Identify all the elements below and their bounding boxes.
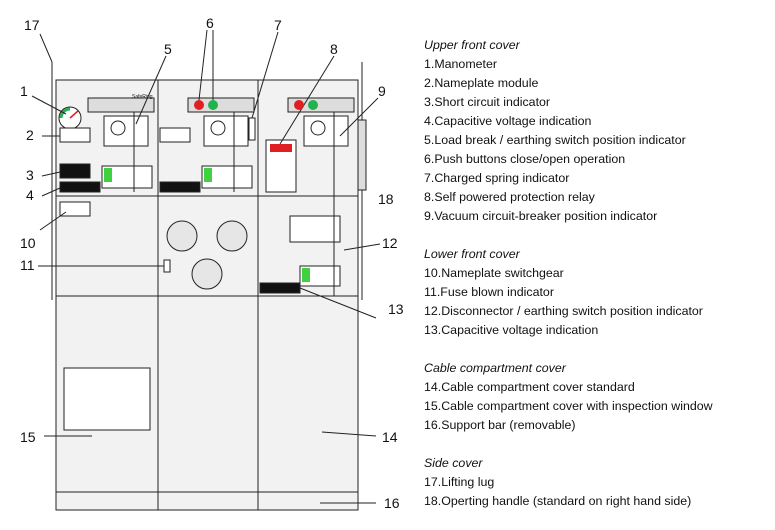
legend-item: 7.Charged spring indicator bbox=[424, 171, 570, 185]
callout-3: 3 bbox=[26, 167, 34, 183]
callout-14: 14 bbox=[382, 429, 398, 445]
callout-13: 13 bbox=[388, 301, 404, 317]
legend-item: 15.Cable compartment cover with inspecti… bbox=[424, 399, 713, 413]
switch-indicator-middle bbox=[203, 115, 249, 147]
leader-3 bbox=[41, 171, 61, 177]
legend-item: 4.Capacitive voltage indication bbox=[424, 114, 592, 128]
callout-1: 1 bbox=[20, 83, 28, 99]
switch-indicator-right bbox=[303, 115, 349, 147]
callout-8: 8 bbox=[330, 41, 338, 57]
top-bar-left bbox=[87, 97, 155, 113]
capacitive-voltage-indicator-left bbox=[59, 181, 101, 193]
legend-item: 18.Operting handle (standard on right ha… bbox=[424, 494, 692, 508]
legend-section: Lower front cover 10.Nameplate switchgear… bbox=[424, 245, 774, 340]
leader-7 bbox=[251, 31, 279, 119]
manometer-needle bbox=[69, 110, 79, 119]
legend-section-title: Side cover bbox=[424, 456, 483, 470]
nameplate-text: SafeRing bbox=[132, 94, 153, 100]
legend-section-title: Lower front cover bbox=[424, 247, 520, 261]
legend-item: 14.Cable compartment cover standard bbox=[424, 380, 635, 394]
legend-item: 1.Manometer bbox=[424, 57, 498, 71]
short-circuit-indicator bbox=[59, 163, 91, 179]
callout-2: 2 bbox=[26, 127, 34, 143]
legend-item: 5.Load break / earthing switch position … bbox=[424, 133, 686, 147]
leader-5 bbox=[135, 55, 167, 125]
green-indicator-middle bbox=[204, 168, 212, 182]
cabinet-outline bbox=[55, 79, 359, 511]
legend-item: 6.Push buttons close/open operation bbox=[424, 152, 626, 166]
manometer-green-arc bbox=[59, 107, 71, 119]
callout-10: 10 bbox=[20, 235, 36, 251]
charged-spring-indicator bbox=[248, 117, 256, 141]
callout-12: 12 bbox=[382, 235, 398, 251]
callout-7: 7 bbox=[274, 17, 282, 33]
callout-5: 5 bbox=[164, 41, 172, 57]
switch-knob-left bbox=[110, 120, 126, 136]
top-bar-middle bbox=[187, 97, 255, 113]
push-button-close-right bbox=[294, 100, 304, 110]
leader-17 bbox=[39, 33, 53, 63]
callout-9: 9 bbox=[378, 83, 386, 99]
legend-item: 3.Short circuit indicator bbox=[424, 95, 551, 109]
legend-item: 11.Fuse blown indicator bbox=[424, 285, 554, 299]
legend-item: 2.Nameplate module bbox=[424, 76, 539, 90]
earthing-indicator-middle bbox=[201, 165, 253, 189]
green-indicator-lower bbox=[302, 268, 310, 282]
callout-11: 11 bbox=[20, 257, 35, 273]
leader-9 bbox=[339, 97, 379, 137]
fuse-holder-3 bbox=[191, 258, 223, 290]
fuse-holder-2 bbox=[216, 220, 248, 252]
legend-item: 17.Lifting lug bbox=[424, 475, 495, 489]
legend-section: Upper front cover 1.Manometer 2.Nameplate … bbox=[424, 36, 774, 226]
legend-item: 10.Nameplate switchgear bbox=[424, 266, 564, 280]
fuse-blown-indicator bbox=[163, 259, 171, 273]
legend: Upper front cover 1.Manometer 2.Nameplate … bbox=[424, 36, 774, 530]
green-indicator-left bbox=[104, 168, 112, 182]
leader-4 bbox=[41, 187, 61, 197]
legend-item: 16.Support bar (removable) bbox=[424, 418, 576, 432]
callout-18: 18 bbox=[378, 191, 394, 207]
operating-handle bbox=[357, 119, 367, 191]
push-button-close-middle bbox=[194, 100, 204, 110]
capacitive-voltage-indicator-middle bbox=[159, 181, 201, 193]
relay-display bbox=[270, 144, 292, 152]
fuse-holder-1 bbox=[166, 220, 198, 252]
nameplate-module-2 bbox=[159, 127, 191, 143]
earthing-indicator-left bbox=[101, 165, 153, 189]
push-button-open-right bbox=[308, 100, 318, 110]
leader-8 bbox=[279, 55, 335, 145]
leader-13 bbox=[299, 287, 377, 319]
inspection-window bbox=[63, 367, 151, 431]
legend-section-title: Upper front cover bbox=[424, 38, 520, 52]
switchgear-diagram: SafeRing 17 6 7 5 8 1 9 2 3 4 18 10 12 1… bbox=[20, 15, 404, 511]
callout-15: 15 bbox=[20, 429, 36, 445]
nameplate-module bbox=[59, 127, 91, 143]
nameplate-switchgear bbox=[59, 201, 91, 217]
top-bar-right bbox=[287, 97, 355, 113]
capacitive-voltage-indicator-lower bbox=[259, 282, 301, 294]
switch-indicator-left bbox=[103, 115, 149, 147]
callout-16: 16 bbox=[384, 495, 400, 511]
disconnector-indicator bbox=[289, 215, 341, 243]
leader-12 bbox=[343, 243, 381, 251]
legend-section: Cable compartment cover 14.Cable compartm… bbox=[424, 359, 774, 435]
legend-item: 12.Disconnector / earthing switch positi… bbox=[424, 304, 703, 318]
switch-knob-right bbox=[310, 120, 326, 136]
callout-4: 4 bbox=[26, 187, 34, 203]
legend-section: Side cover 17.Lifting lug 18.Operting hand… bbox=[424, 454, 774, 511]
leader-6a bbox=[198, 29, 208, 101]
leader-14 bbox=[321, 431, 377, 437]
switch-knob-middle bbox=[210, 120, 226, 136]
callout-6: 6 bbox=[206, 15, 214, 31]
leader-10 bbox=[39, 211, 67, 231]
legend-item: 9.Vacuum circuit-breaker position indica… bbox=[424, 209, 658, 223]
callout-17: 17 bbox=[24, 17, 40, 33]
leader-1 bbox=[31, 95, 67, 115]
legend-section-title: Cable compartment cover bbox=[424, 361, 566, 375]
push-button-open-middle bbox=[208, 100, 218, 110]
legend-item: 13.Capacitive voltage indication bbox=[424, 323, 599, 337]
legend-item: 8.Self powered protection relay bbox=[424, 190, 595, 204]
